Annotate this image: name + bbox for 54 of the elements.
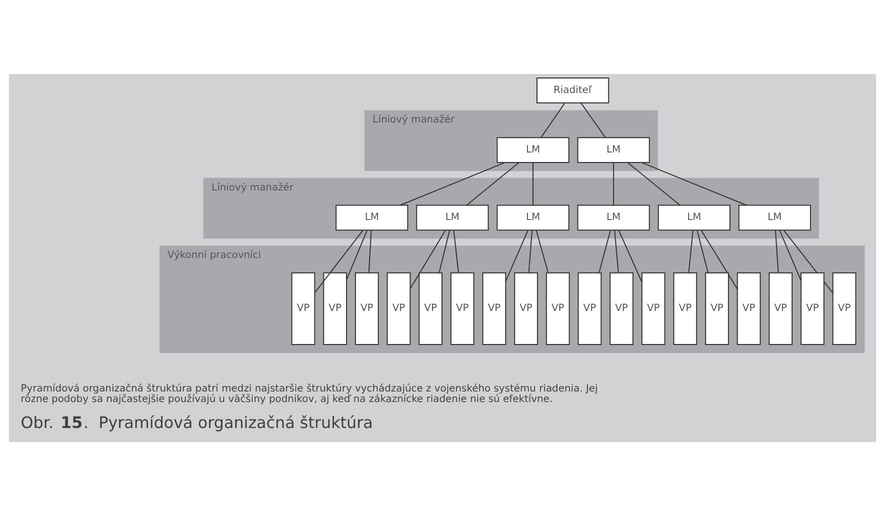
connector [346, 230, 368, 280]
node-box: LM [416, 204, 489, 231]
connector [598, 230, 611, 274]
node-box: VP [354, 272, 379, 346]
node-box: VP [386, 272, 411, 346]
connector [453, 230, 459, 274]
node-box: VP [705, 272, 729, 346]
connector [528, 230, 533, 274]
node-box: VP [800, 272, 824, 346]
connector [688, 230, 694, 274]
connector [779, 230, 802, 282]
node-box: LM [738, 204, 811, 231]
node-box: Riaditeľ [536, 77, 610, 104]
connector [627, 162, 680, 206]
node-box: LM [496, 137, 570, 164]
node-box: VP [673, 272, 698, 346]
connector [700, 230, 738, 290]
connector [400, 162, 506, 206]
connector [438, 230, 450, 274]
node-box: VP [641, 272, 666, 346]
connector [536, 230, 549, 274]
connector [540, 102, 566, 138]
node-box: VP [323, 272, 348, 346]
connector [774, 230, 779, 274]
node-box: LM [336, 204, 408, 231]
caption: Obr. 15. Pyramídová organizačná štruktúra [20, 412, 373, 432]
node-box: LM [658, 204, 730, 231]
node-box: LM [496, 204, 570, 231]
node-box: VP [482, 272, 506, 346]
connector [618, 230, 642, 282]
connector [642, 162, 748, 206]
connector [314, 230, 364, 294]
connector [696, 230, 708, 274]
node-box: VP [418, 272, 442, 346]
connector [505, 230, 528, 282]
node-box: VP [736, 272, 761, 346]
node-box: LM [577, 204, 650, 231]
connector [613, 162, 614, 206]
connector [580, 102, 606, 138]
connector [614, 230, 619, 274]
connector [532, 162, 534, 206]
node-box: VP [450, 272, 474, 346]
node-box: VP [610, 272, 634, 346]
node-box: VP [546, 272, 570, 346]
connector [410, 230, 446, 290]
node-box: VP [291, 272, 316, 346]
node-box: LM [577, 137, 650, 164]
node-box: VP [514, 272, 538, 346]
label: Pyramídová organizačná štruktúra patrí medzi najstaršie štruktúry vychádzajúce z vojenského systému riadenia. Jej rôzne podoby sa najčastejšie používajú u väčšiny podnikov, aj keď na zákaznícke riadenie nie sú efektívne. [20, 383, 598, 406]
node-box: VP [768, 272, 793, 346]
connector [466, 162, 520, 206]
connector [368, 230, 372, 274]
node-box: VP [832, 272, 856, 346]
node-box: VP [578, 272, 602, 346]
